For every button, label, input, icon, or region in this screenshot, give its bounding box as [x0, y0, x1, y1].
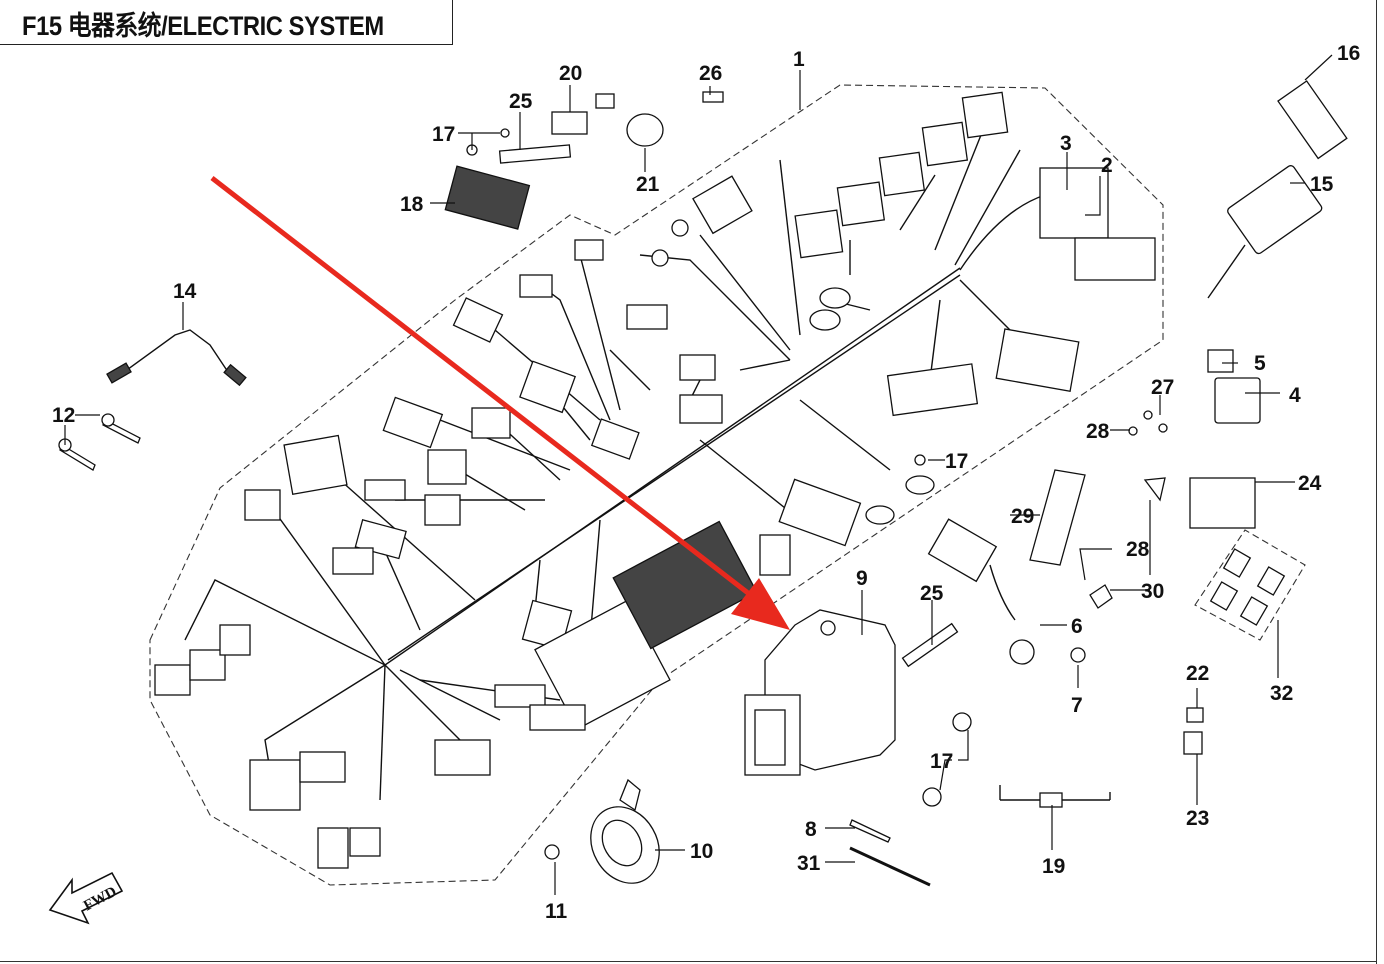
callout-29: 29 [1011, 505, 1034, 528]
callout-1: 1 [793, 48, 805, 71]
callout-4: 4 [1289, 384, 1301, 407]
callout-23: 23 [1186, 807, 1209, 830]
frame-border-bottom [0, 961, 1377, 962]
callout-30: 30 [1141, 580, 1164, 603]
callout-28-low: 28 [1126, 538, 1150, 561]
callout-24: 24 [1298, 472, 1322, 495]
leader-lines [64, 54, 1333, 895]
callout-32: 32 [1270, 682, 1293, 705]
callout-14: 14 [173, 280, 197, 303]
harness-connectors [154, 91, 1156, 869]
callout-21: 21 [636, 173, 660, 196]
callout-15: 15 [1310, 173, 1334, 196]
callout-17-low: 17 [930, 750, 953, 773]
callout-10: 10 [690, 840, 713, 863]
callout-labels: 1 2 3 4 5 6 7 8 9 10 11 12 14 15 16 17 1… [52, 42, 1360, 923]
callout-18: 18 [400, 193, 424, 216]
callout-7: 7 [1071, 694, 1083, 717]
ecu-part-9 [744, 609, 896, 776]
callout-16: 16 [1337, 42, 1360, 65]
callout-9: 9 [856, 567, 868, 590]
callout-27: 27 [1151, 376, 1174, 399]
callout-28-top: 28 [1086, 420, 1110, 443]
callout-31: 31 [797, 852, 821, 875]
frame-border-right [1376, 0, 1377, 964]
callout-3: 3 [1060, 132, 1072, 155]
callout-5: 5 [1254, 352, 1266, 375]
misc-parts [58, 80, 1348, 887]
diagram-title: F15 电器系统/ELECTRIC SYSTEM [22, 11, 384, 41]
main-wiring-harness [184, 124, 1046, 801]
callout-2: 2 [1101, 154, 1113, 177]
callout-22: 22 [1186, 662, 1209, 685]
callout-26: 26 [699, 62, 722, 85]
callout-25-low: 25 [920, 582, 944, 605]
callout-8: 8 [805, 818, 817, 841]
callout-20: 20 [559, 62, 582, 85]
horn-part-10 [590, 778, 660, 884]
callout-17-mid: 17 [945, 450, 968, 473]
callout-19: 19 [1042, 855, 1065, 878]
forward-direction-arrow: FWD [48, 871, 124, 925]
title-box: F15 电器系统/ELECTRIC SYSTEM [0, 0, 453, 45]
red-indicator-arrow [210, 176, 790, 630]
callout-17-top: 17 [432, 123, 455, 146]
callout-11: 11 [545, 900, 568, 923]
callout-6: 6 [1071, 615, 1083, 638]
callout-12: 12 [52, 404, 75, 427]
callout-25-top: 25 [509, 90, 533, 113]
harness-outline [149, 84, 1164, 886]
